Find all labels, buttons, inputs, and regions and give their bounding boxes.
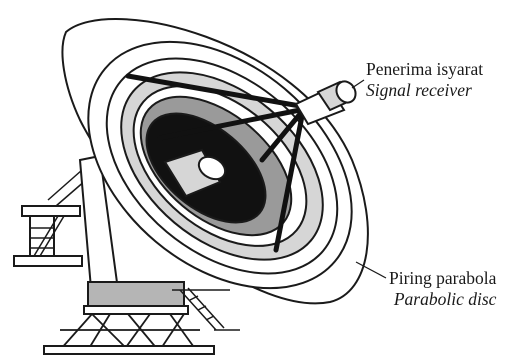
parabolic-disc-label: Piring parabola Parabolic disc	[389, 268, 496, 310]
signal-receiver	[296, 78, 359, 124]
signal-receiver-label: Penerima isyarat Signal receiver	[366, 59, 483, 101]
signal-receiver-label-malay: Penerima isyarat	[366, 59, 483, 80]
signal-receiver-label-english: Signal receiver	[366, 80, 483, 101]
parabolic-disc-label-malay: Piring parabola	[389, 268, 496, 289]
parabolic-disc-label-english: Parabolic disc	[389, 289, 496, 310]
